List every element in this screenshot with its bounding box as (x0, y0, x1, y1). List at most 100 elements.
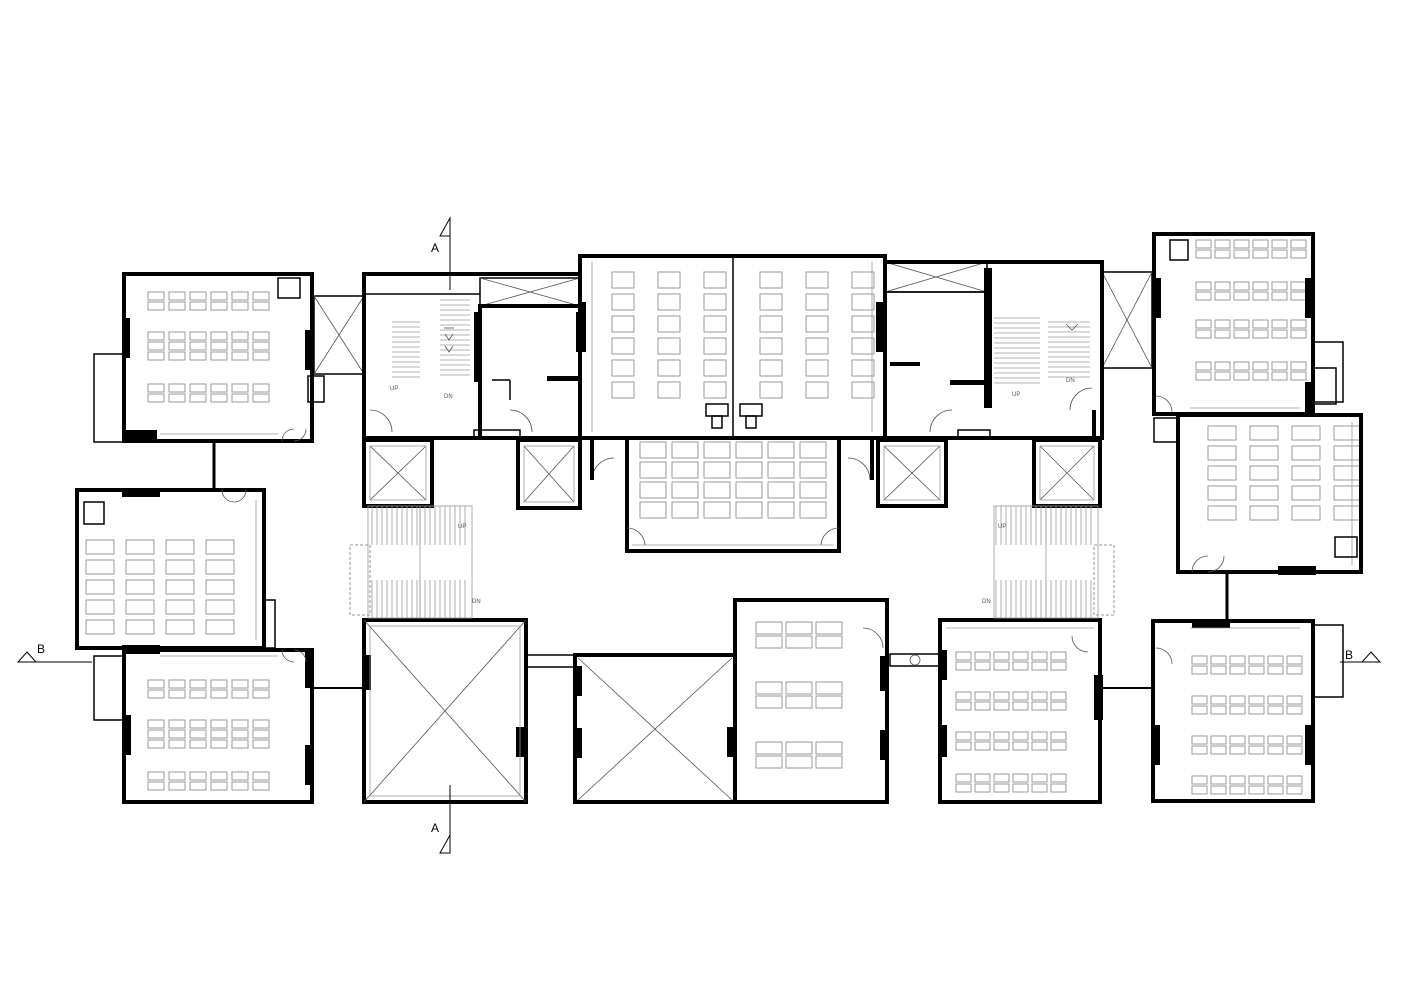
desk (1290, 329, 1307, 339)
desk (1291, 445, 1321, 461)
shaft-right-top (1101, 271, 1153, 369)
desk (147, 771, 165, 781)
desk (1229, 705, 1246, 715)
desk (993, 773, 1010, 783)
desk (1267, 785, 1284, 795)
desk (955, 731, 972, 741)
desk (1031, 783, 1048, 793)
desk (1031, 741, 1048, 751)
desk (974, 691, 991, 701)
desk (1191, 735, 1208, 745)
desk (189, 739, 207, 749)
desk (210, 719, 228, 729)
stair-label-up: UP (390, 386, 398, 392)
desk (993, 701, 1010, 711)
desk (785, 681, 813, 695)
desk (231, 383, 249, 393)
desk (759, 271, 783, 289)
desk (815, 635, 843, 649)
desk (1252, 281, 1269, 291)
stair-label-dn: DN (472, 599, 481, 605)
desk (168, 351, 186, 361)
desk (252, 351, 270, 361)
desk (1050, 661, 1067, 671)
desk (168, 341, 186, 351)
desk (1252, 371, 1269, 381)
desk (1333, 485, 1363, 501)
desk (252, 383, 270, 393)
desk (851, 337, 875, 355)
desk (815, 695, 843, 709)
classroom-top-center (578, 254, 887, 440)
desk (210, 729, 228, 739)
door-swing-icon (847, 457, 871, 481)
desk (168, 729, 186, 739)
desk (252, 771, 270, 781)
desk (671, 481, 699, 499)
desk (755, 621, 783, 635)
desk (955, 783, 972, 793)
desk (611, 293, 635, 311)
desk (785, 755, 813, 769)
desk (1290, 249, 1307, 259)
desk (1249, 505, 1279, 521)
desk (755, 681, 783, 695)
desk (1031, 701, 1048, 711)
desk (759, 381, 783, 399)
desk (168, 679, 186, 689)
classroom-bottom-right (1151, 572, 1344, 803)
desk (1252, 249, 1269, 259)
desk (703, 293, 727, 311)
desk (1191, 665, 1208, 675)
desk (1229, 695, 1246, 705)
desk (168, 331, 186, 341)
desk (210, 689, 228, 699)
desk (1195, 281, 1212, 291)
desk (1286, 695, 1303, 705)
lab-center (625, 436, 841, 553)
desk (210, 341, 228, 351)
desk (993, 651, 1010, 661)
north-arrow-icon (444, 327, 454, 353)
desk (1267, 655, 1284, 665)
desk (799, 501, 827, 519)
desk (125, 559, 155, 575)
shaft-top-strip-right (884, 261, 988, 293)
desk (611, 381, 635, 399)
desk (1012, 783, 1029, 793)
desk (189, 383, 207, 393)
desk (125, 619, 155, 635)
desk (639, 461, 667, 479)
desk (210, 679, 228, 689)
desk (703, 271, 727, 289)
desk (231, 739, 249, 749)
desk (165, 579, 195, 595)
desk (1031, 731, 1048, 741)
desk (657, 293, 681, 311)
desk (189, 341, 207, 351)
desk (168, 781, 186, 791)
desk (815, 621, 843, 635)
desk (147, 351, 165, 361)
desk (85, 579, 115, 595)
stair-label-dn: DN (444, 394, 453, 400)
desk (735, 461, 763, 479)
shaft-left-top (313, 295, 365, 375)
desk (703, 337, 727, 355)
desk (657, 315, 681, 333)
desk (1248, 705, 1265, 715)
desk (147, 719, 165, 729)
desk (1233, 239, 1250, 249)
desk (1207, 445, 1237, 461)
desk (815, 741, 843, 755)
desk (703, 315, 727, 333)
desk (1271, 249, 1288, 259)
desk (1012, 731, 1029, 741)
desk (1248, 695, 1265, 705)
desk (147, 689, 165, 699)
desk (815, 681, 843, 695)
desk (1191, 785, 1208, 795)
desk (785, 635, 813, 649)
desk (1252, 329, 1269, 339)
